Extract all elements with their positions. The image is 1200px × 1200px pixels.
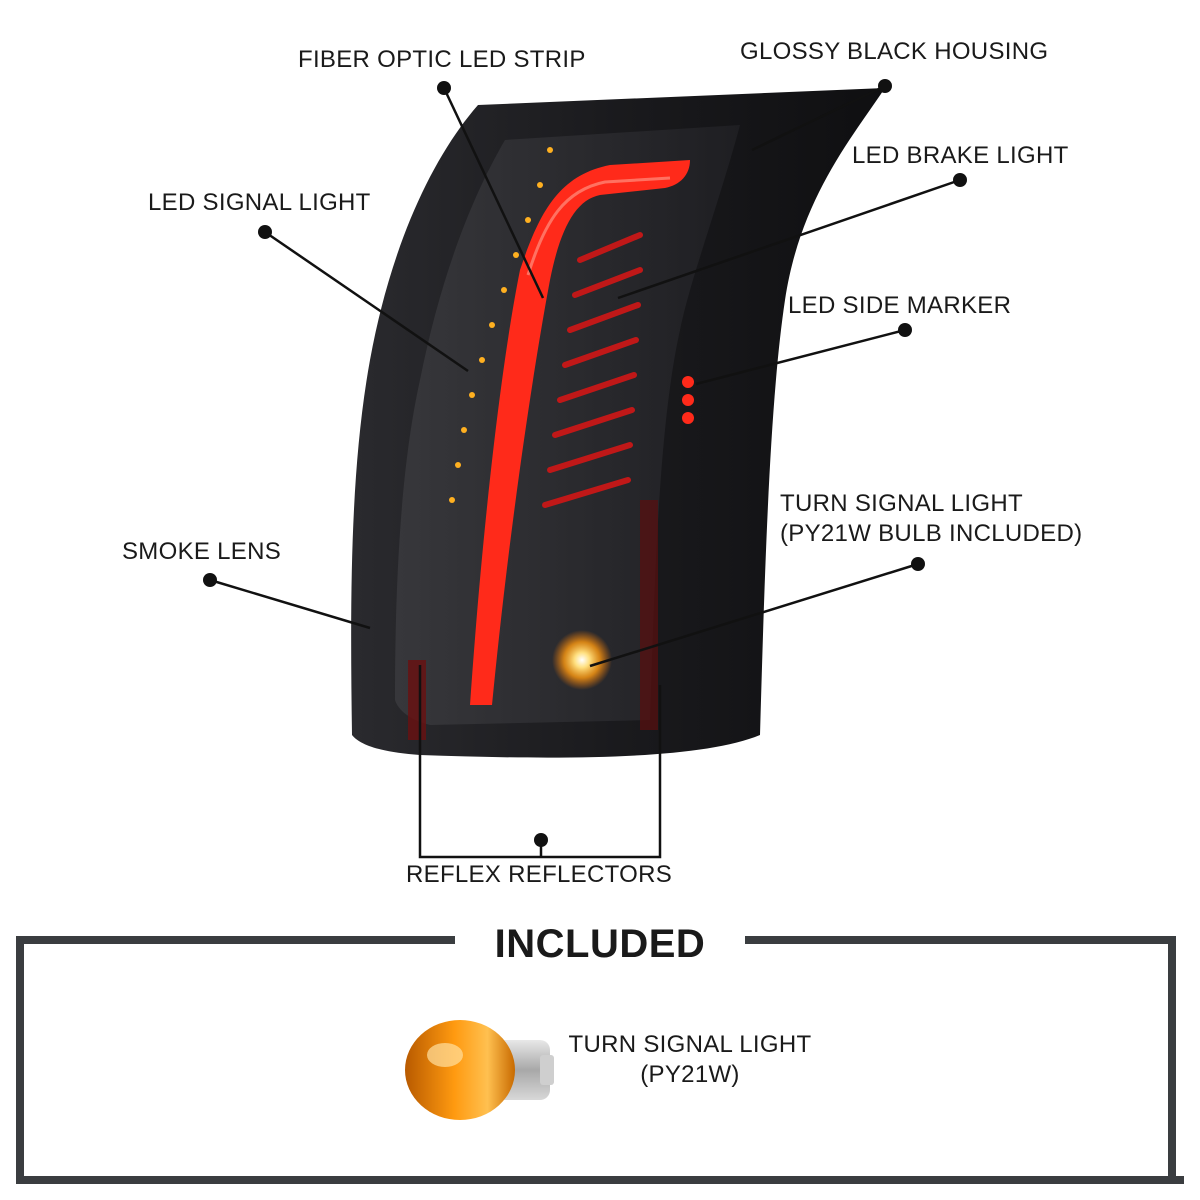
label-led-signal: LED SIGNAL LIGHT — [148, 189, 371, 216]
included-frame-bottom — [16, 1176, 1184, 1184]
label-fiber-optic: FIBER OPTIC LED STRIP — [298, 46, 586, 73]
label-led-brake: LED BRAKE LIGHT — [852, 142, 1069, 169]
brake-slats — [542, 232, 643, 508]
left-reflector — [408, 660, 426, 740]
label-smoke-lens: SMOKE LENS — [122, 538, 282, 565]
label-turn-signal-line1: TURN SIGNAL LIGHT — [780, 490, 1023, 517]
bulb-label-line1: TURN SIGNAL LIGHT — [568, 1031, 812, 1058]
right-reflector — [640, 500, 658, 730]
label-turn-signal: TURN SIGNAL LIGHT (PY21W BULB INCLUDED) — [780, 489, 1082, 549]
amber-bulb-icon — [405, 1020, 554, 1120]
label-turn-signal-line2: (PY21W BULB INCLUDED) — [780, 520, 1083, 547]
fiber-optic-strip — [470, 160, 690, 705]
label-reflex-reflectors: REFLEX REFLECTORS — [406, 861, 673, 888]
turn-signal-glow — [552, 630, 612, 690]
bulb-label: TURN SIGNAL LIGHT (PY21W) — [560, 1030, 820, 1090]
included-title: INCLUDED — [455, 916, 745, 972]
led-signal-dots — [449, 147, 553, 503]
side-marker-dots — [682, 376, 694, 424]
label-glossy-housing: GLOSSY BLACK HOUSING — [740, 38, 1049, 65]
bulb-label-line2: (PY21W) — [640, 1061, 740, 1088]
label-led-side-marker: LED SIDE MARKER — [788, 292, 1012, 319]
